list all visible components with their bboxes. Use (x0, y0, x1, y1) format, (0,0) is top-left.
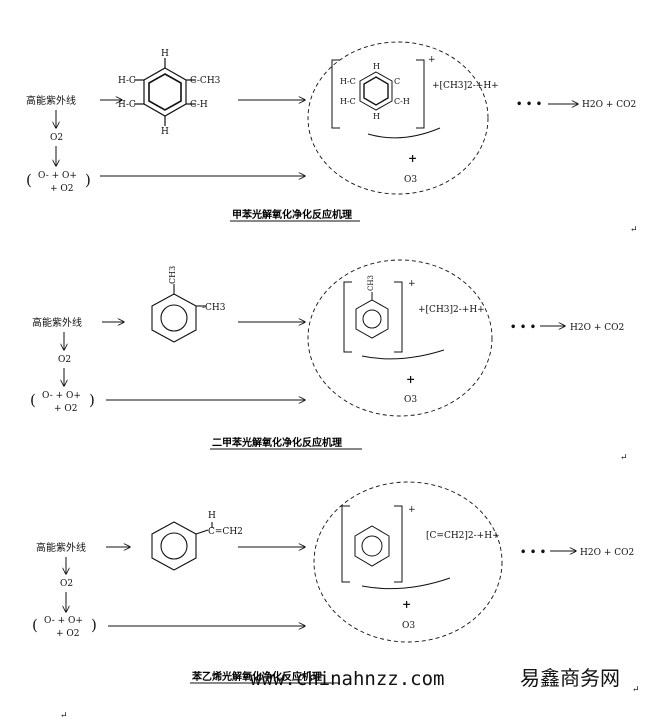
section-caption: 甲苯光解氧化净化反应机理 (232, 208, 352, 221)
left-paren: ( (32, 616, 38, 634)
ellipsis: • • • (510, 322, 536, 333)
oxy-line-1: O- + O+ (44, 616, 83, 626)
section-styrene: 高能紫外线 O2 ( O- + O+ + O2 ) H C=CH2 + [C=C… (32, 481, 640, 720)
right-bracket (416, 59, 425, 129)
section-caption: 二甲苯光解氧化净化反应机理 (212, 436, 342, 449)
styrene-h: H (208, 511, 216, 521)
right-bracket (394, 281, 403, 353)
para-mark-2: ↵ (620, 453, 628, 463)
radical-charge: + (408, 279, 416, 289)
o3-label: O3 (402, 621, 415, 631)
toluene-left-hc: H-C (118, 76, 136, 86)
fragment-label: +[CH3]2-+H+ (432, 81, 499, 91)
section-caption: 苯乙烯光解氧化净化反应机理 (191, 670, 322, 683)
curve-line (361, 349, 445, 360)
right-paren: ) (89, 391, 95, 409)
oxy-line-1: O- + O+ (38, 171, 77, 181)
o3-label: O3 (404, 395, 417, 405)
reaction-zone-circle (307, 41, 489, 195)
radical-left-hc: H-C (340, 77, 356, 86)
watermark-company: 易鑫商务网 (520, 666, 620, 690)
o3-label: O3 (404, 175, 417, 185)
styrene-structure (151, 521, 213, 571)
section-toluene: 高能紫外线 O2 ( O- + O+ + O2 ) H H-C C-CH3 H-… (26, 41, 638, 235)
radical-right-ch: C-H (394, 97, 410, 106)
xylene-structure (151, 284, 206, 343)
o2-label: O2 (58, 355, 71, 365)
toluene-top-h: H (161, 49, 169, 59)
products-label: H2O + CO2 (570, 323, 624, 333)
toluene-left-hc-2: H-C (118, 100, 136, 110)
plus-sign: + (406, 373, 415, 386)
fragment-label: +[CH3]2-+H+ (418, 305, 485, 315)
para-mark-3: ↵ (632, 685, 640, 695)
products-label: H2O + CO2 (580, 548, 634, 558)
radical-structure (359, 71, 393, 111)
ellipsis: • • • (520, 547, 546, 558)
uv-source-label: 高能紫外线 (36, 541, 86, 554)
right-paren: ) (85, 171, 91, 189)
watermark: www.chinahnzz.com 易鑫商务网 (250, 666, 620, 690)
para-mark-4: ↵ (60, 711, 68, 720)
xylene-top-ch3: CH3 (168, 266, 177, 284)
left-bracket (343, 281, 352, 353)
ellipsis: • • • (516, 99, 542, 110)
toluene-bottom-h: H (161, 127, 169, 137)
watermark-domain: www.chinahnzz.com (250, 668, 444, 690)
right-paren: ) (91, 616, 97, 634)
products-label: H2O + CO2 (582, 100, 636, 110)
o2-label: O2 (50, 133, 63, 143)
oxygen-species: ( O- + O+ + O2 ) (32, 616, 97, 639)
oxygen-species: ( O- + O+ + O2 ) (26, 171, 91, 194)
xylene-methyl: -CH3 (202, 303, 226, 313)
plus-sign: + (408, 152, 417, 165)
left-bracket (331, 59, 340, 129)
reaction-zone-circle (313, 481, 503, 643)
oxy-line-2: + O2 (56, 629, 80, 639)
plus-sign: + (402, 598, 411, 611)
radical-left-hc-2: H-C (340, 97, 356, 106)
toluene-structure (134, 58, 196, 126)
uv-source-label: 高能紫外线 (32, 316, 82, 329)
oxy-line-1: O- + O+ (42, 391, 81, 401)
radical-charge: + (408, 505, 416, 515)
radical-right-c: C (394, 77, 400, 86)
left-paren: ( (30, 391, 36, 409)
radical-structure (354, 525, 390, 567)
oxygen-species: ( O- + O+ + O2 ) (30, 391, 95, 414)
oxy-line-2: + O2 (54, 404, 78, 414)
styrene-vinyl: C=CH2 (208, 527, 243, 537)
o2-label: O2 (60, 579, 73, 589)
uv-source-label: 高能紫外线 (26, 94, 76, 107)
curve-line (367, 127, 441, 139)
left-bracket (341, 505, 350, 583)
left-paren: ( (26, 171, 32, 189)
reaction-zone-circle (307, 259, 493, 417)
toluene-right-ch: C-H (190, 100, 208, 110)
fragment-label: [C=CH2]2-+H+ (426, 531, 500, 541)
radical-charge: + (428, 55, 436, 65)
radical-top-h: H (373, 62, 380, 71)
radical-bottom-h: H (373, 112, 380, 121)
curve-line (361, 577, 451, 590)
radical-structure (355, 292, 389, 339)
right-bracket (394, 505, 403, 583)
section-xylene: 高能紫外线 O2 ( O- + O+ + O2 ) CH3 -CH3 CH3 (30, 259, 628, 463)
toluene-methyl: C-CH3 (190, 76, 221, 86)
radical-top-ch3: CH3 (367, 275, 375, 291)
oxy-line-2: + O2 (50, 184, 74, 194)
para-mark-1: ↵ (630, 225, 638, 235)
